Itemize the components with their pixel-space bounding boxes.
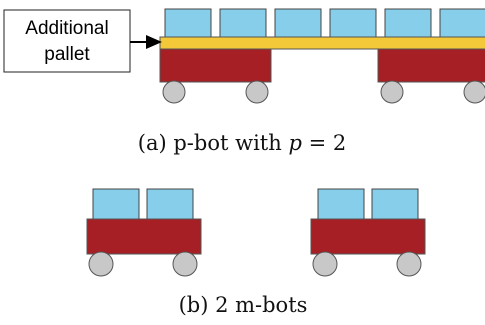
cargo-box <box>219 8 267 38</box>
caption-b: (b) 2 m-bots <box>179 293 308 317</box>
additional-pallet <box>159 36 485 50</box>
m-bot-left <box>86 188 202 277</box>
wheel <box>396 251 422 277</box>
robot-body <box>377 48 485 83</box>
wheel <box>312 251 338 277</box>
cargo-box <box>317 188 365 220</box>
robot-body <box>310 218 426 255</box>
wheel <box>463 80 485 104</box>
m-bot-right <box>310 188 426 277</box>
cargo-box <box>274 8 322 38</box>
cargo-box <box>329 8 377 38</box>
cargo-box <box>164 8 212 38</box>
wheel <box>88 251 114 277</box>
cargo-box <box>371 188 419 220</box>
p-bot-figure: Additional pallet (a) p-bot with p = 2 <box>3 8 485 155</box>
wheel <box>162 80 186 104</box>
cargo-box <box>146 188 194 220</box>
wheel <box>172 251 198 277</box>
cargo-box <box>384 8 432 38</box>
cargo-box <box>439 8 485 38</box>
robot-body <box>86 218 202 255</box>
wheel <box>380 80 404 104</box>
callout-line-2: pallet <box>44 44 90 65</box>
callout-arrow-head <box>146 35 162 49</box>
callout-line-1: Additional <box>25 18 108 39</box>
wheel <box>245 80 269 104</box>
cargo-box <box>92 188 140 220</box>
callout-box <box>3 9 131 73</box>
caption-a: (a) p-bot with p = 2 <box>138 131 346 155</box>
robot-body <box>159 48 272 83</box>
